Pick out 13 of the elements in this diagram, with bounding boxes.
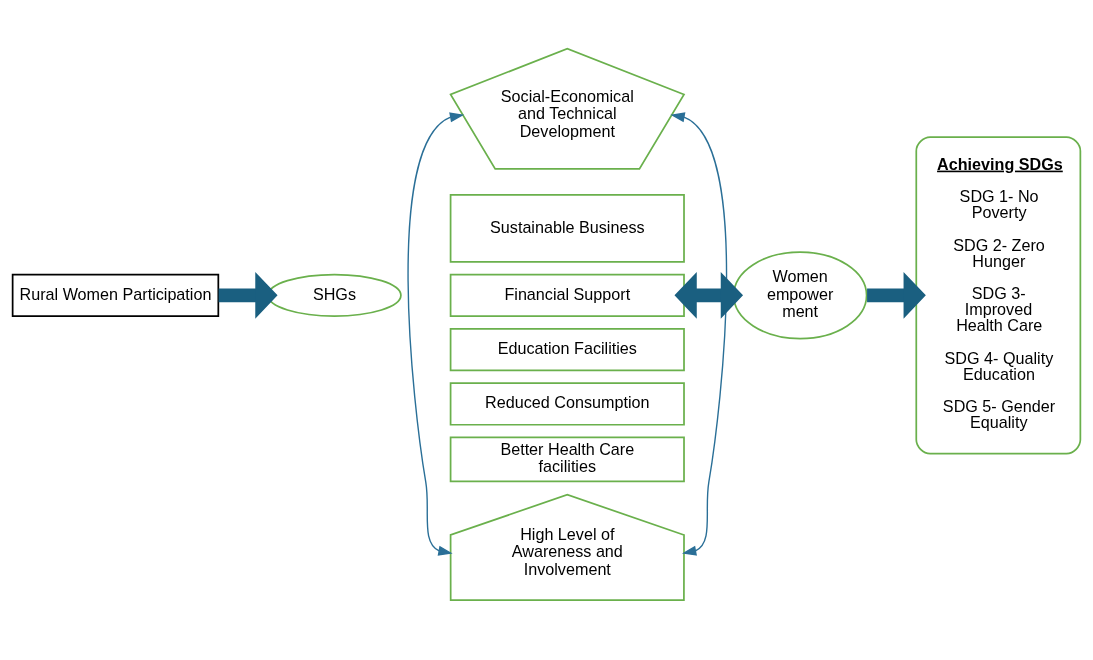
node-box: Reduced Consumption [449,382,685,426]
node-ellipse: Women empower ment [732,251,868,340]
arrow [218,271,278,319]
arrow [867,271,926,319]
node-box: Financial Support [449,273,685,317]
node-box: Achieving SDGs SDG 1- No Poverty SDG 2- Zero Hunger SDG 3- Improved Health Care SDG 4- Quality Education SDG 5- Gender Equality [915,136,1082,455]
node-box: Education Facilities [449,327,685,372]
arrow [674,271,744,319]
node-box: Better Health Care facilities [449,436,685,483]
arrow [407,112,465,556]
node-box: Rural Women Participation [11,273,220,317]
node-box: Sustainable Business [449,193,685,263]
arrow [670,112,728,556]
